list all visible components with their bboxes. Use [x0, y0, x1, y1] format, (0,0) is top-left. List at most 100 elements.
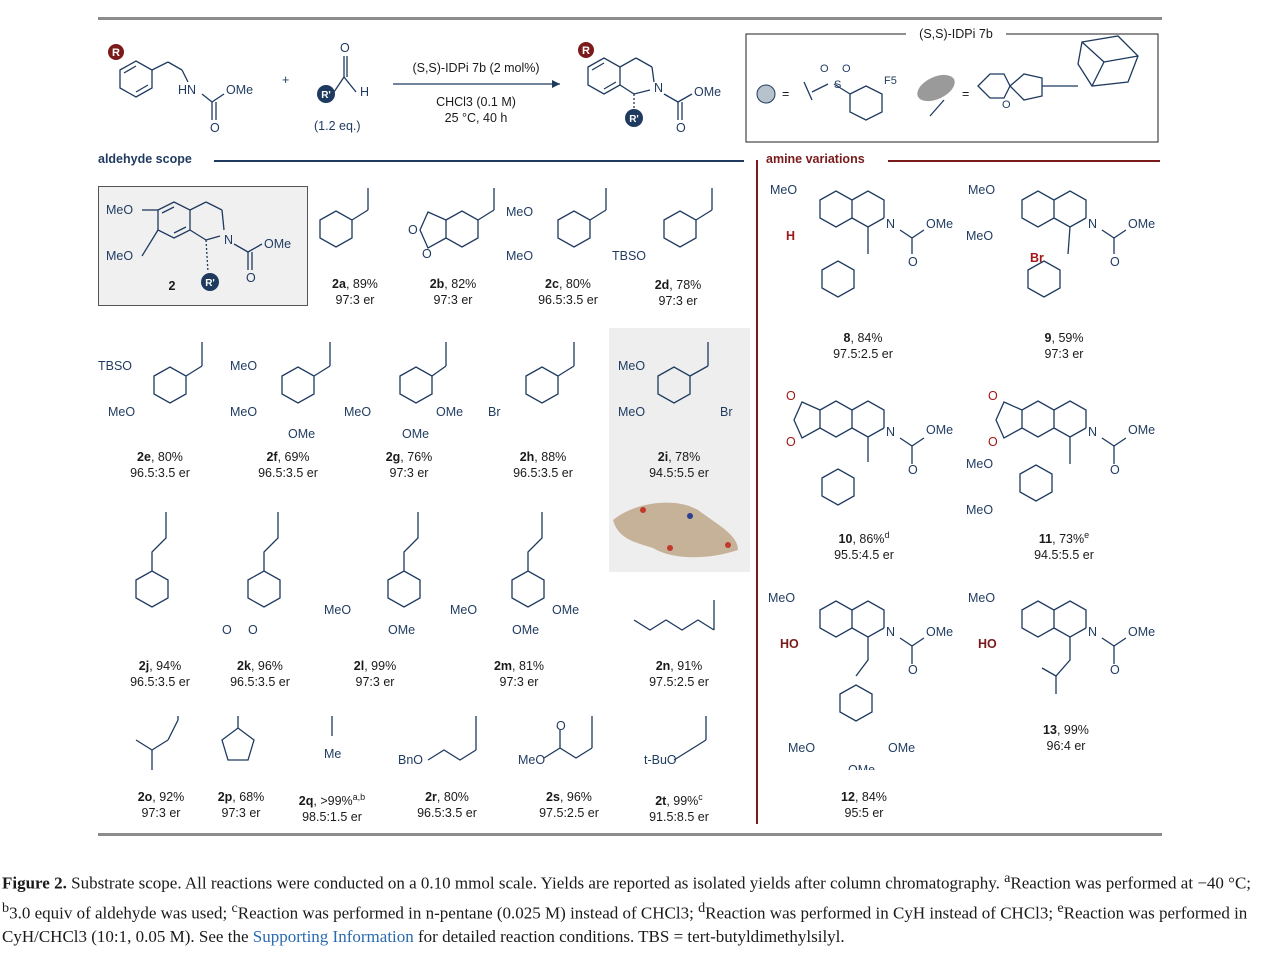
conditions-line: 25 °C, 40 h	[445, 111, 508, 125]
svg-text:OMe: OMe	[552, 603, 579, 617]
svg-text:MeO: MeO	[230, 405, 257, 419]
svg-text:OMe: OMe	[926, 423, 953, 437]
svg-text:MeO: MeO	[768, 591, 795, 605]
svg-text:MeO: MeO	[344, 405, 371, 419]
svg-text:MeO: MeO	[506, 249, 533, 263]
svg-text:=: =	[782, 87, 789, 101]
svg-text:N: N	[886, 425, 895, 439]
entry-2r: 2r, 80%96.5:3.5 er	[417, 790, 477, 820]
svg-text:O: O	[248, 623, 258, 637]
svg-text:MeO: MeO	[968, 183, 995, 197]
solvent-line: CHCl3 (0.1 M)	[436, 95, 516, 109]
svg-text:O: O	[1110, 463, 1120, 477]
svg-text:O: O	[786, 435, 796, 449]
svg-text:OMe: OMe	[436, 405, 463, 419]
svg-text:Br: Br	[720, 405, 733, 419]
svg-text:MeO: MeO	[788, 741, 815, 755]
entry-2g: 2g, 76%97:3 er	[385, 450, 433, 480]
svg-text:=: =	[962, 87, 969, 101]
svg-text:OMe: OMe	[694, 85, 721, 99]
entry-2l: 2l, 99%97:3 er	[353, 659, 397, 689]
svg-text:O: O	[1110, 663, 1120, 677]
svg-text:O: O	[340, 41, 350, 55]
section-title-amine: amine variations	[766, 152, 865, 166]
hn-label: HN	[178, 83, 196, 97]
ome-label: OMe	[226, 83, 253, 97]
svg-text:O: O	[1002, 99, 1011, 111]
svg-text:Me: Me	[324, 747, 341, 761]
svg-text:MeO: MeO	[618, 359, 645, 373]
rprime-label: R'	[321, 90, 331, 101]
svg-text:OMe: OMe	[388, 623, 415, 637]
top-rule	[98, 17, 1162, 20]
svg-text:OMe: OMe	[926, 625, 953, 639]
svg-text:O: O	[842, 63, 851, 75]
svg-text:O: O	[222, 623, 232, 637]
svg-text:O: O	[1110, 255, 1120, 269]
supporting-information-link[interactable]: Supporting Information	[252, 927, 414, 947]
svg-text:OMe: OMe	[888, 741, 915, 755]
entry-2h: 2h, 88%96.5:3.5 er	[513, 450, 573, 480]
svg-text:O: O	[908, 255, 918, 269]
aldehyde-structures: OO MeO MeO TBSO TBSO MeO MeO MeO OMe MeO…	[98, 188, 738, 770]
svg-text:N: N	[886, 217, 895, 231]
rprime-label-product: R'	[629, 114, 639, 125]
entry-2s: 2s, 96%97.5:2.5 er	[539, 790, 599, 820]
entry-2e: 2e, 80%96.5:3.5 er	[130, 450, 190, 480]
svg-text:TBSO: TBSO	[98, 359, 132, 373]
entry-2j: 2j, 94%96.5:3.5 er	[130, 659, 190, 689]
svg-text:MeO: MeO	[968, 591, 995, 605]
entry-2k: 2k, 96%96.5:3.5 er	[230, 659, 290, 689]
entry-2i: 2i, 78%94.5:5.5 er	[649, 450, 709, 480]
svg-text:MeO: MeO	[108, 405, 135, 419]
section-title-aldehyde: aldehyde scope	[98, 152, 192, 166]
svg-text:O: O	[408, 223, 418, 237]
svg-text:Br: Br	[488, 405, 501, 419]
svg-text:OMe: OMe	[402, 427, 429, 441]
svg-text:MeO: MeO	[106, 249, 133, 263]
svg-text:N: N	[1088, 425, 1097, 439]
svg-text:OMe: OMe	[1128, 217, 1155, 231]
entry-9: 9, 59%97:3 er	[1044, 331, 1084, 361]
entry-2p: 2p, 68%97:3 er	[217, 790, 265, 820]
plus-sign: +	[282, 73, 289, 87]
svg-text:OMe: OMe	[512, 623, 539, 637]
svg-text:TBSO: TBSO	[612, 249, 646, 263]
svg-text:S: S	[834, 79, 841, 91]
catalyst-line: (S,S)-IDPi 7b (2 mol%)	[412, 61, 539, 75]
svg-text:BnO: BnO	[398, 753, 423, 767]
svg-text:R': R'	[205, 278, 215, 289]
svg-text:O: O	[988, 435, 998, 449]
svg-text:MeO: MeO	[966, 503, 993, 517]
svg-text:N: N	[1088, 217, 1097, 231]
svg-text:HO: HO	[780, 637, 799, 651]
r-label: R	[112, 47, 120, 59]
entry-2m: 2m, 81%97:3 er	[493, 659, 545, 689]
svg-text:N: N	[1088, 625, 1097, 639]
svg-text:H: H	[360, 85, 369, 99]
svg-text:O: O	[676, 121, 686, 135]
crystal-structure-image	[613, 502, 738, 558]
entry-12: 12, 84%95:5 er	[841, 790, 887, 820]
svg-text:OMe: OMe	[848, 763, 875, 770]
reaction-scheme: R R' R R' HN OMe O + O H (1.2 eq.) (S,S)…	[108, 26, 1159, 143]
svg-text:OMe: OMe	[926, 217, 953, 231]
section-rule-amine	[888, 160, 1160, 162]
svg-text:O: O	[908, 663, 918, 677]
svg-text:O: O	[556, 719, 566, 733]
svg-text:Br: Br	[1030, 251, 1044, 265]
svg-text:O: O	[820, 63, 829, 75]
svg-text:O: O	[422, 247, 432, 261]
svg-text:MeO: MeO	[770, 183, 797, 197]
bottom-rule	[98, 833, 1162, 836]
entry-13: 13, 99%96:4 er	[1043, 723, 1089, 753]
svg-text:MeO: MeO	[106, 203, 133, 217]
entry-2a: 2a, 89%97:3 er	[332, 277, 378, 307]
entry-8: 8, 84%97.5:2.5 er	[833, 331, 893, 361]
svg-text:N: N	[886, 625, 895, 639]
svg-text:O: O	[908, 463, 918, 477]
